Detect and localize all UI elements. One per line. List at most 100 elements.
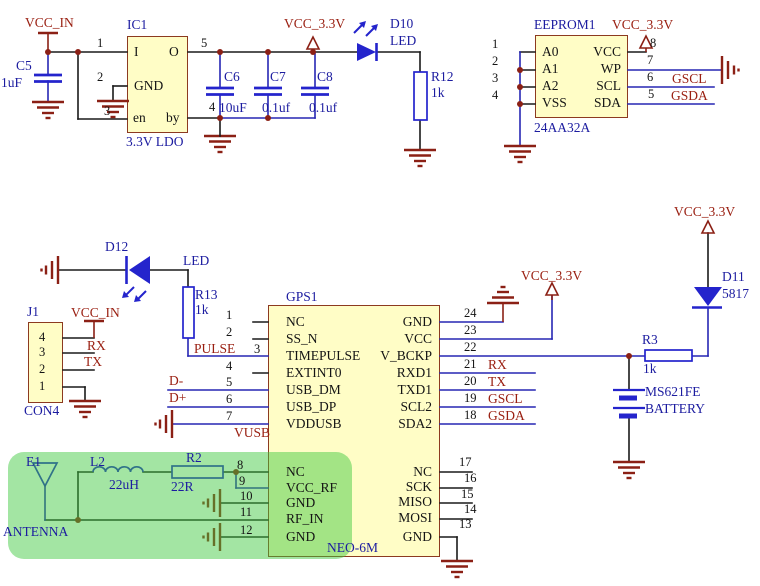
label-ic1-n3: 3 [104, 104, 111, 118]
label-d12-ref: D12 [105, 239, 129, 254]
label-gn-15: 15 [461, 487, 474, 501]
label-ic1-ref: IC1 [127, 17, 148, 32]
label-r13-val: 1k [195, 302, 209, 317]
label-vcc33-a: VCC_3.3V [284, 16, 346, 31]
label-gn-10: 10 [240, 489, 253, 503]
junction-dot [75, 517, 81, 523]
label-gn-5: 5 [226, 375, 233, 389]
label-rx2: RX [488, 357, 507, 372]
resistor-icon [171, 465, 224, 479]
label-c8-val: 0.1uf [309, 100, 338, 115]
label-c7-val: 0.1uf [262, 100, 291, 115]
label-ic1-n2: 2 [97, 70, 104, 84]
label-ee-n3: 3 [492, 71, 499, 85]
label-ee-gsda: GSDA [671, 88, 708, 103]
label-c7-ref: C7 [270, 69, 286, 84]
label-c5-val: 1uF [1, 75, 23, 90]
label-c8-ref: C8 [317, 69, 333, 84]
label-c6-n4: 4 [209, 100, 216, 114]
label-gn-19: 19 [464, 391, 477, 405]
junction-dot [45, 49, 51, 55]
label-pulse: PULSE [194, 341, 236, 356]
label-l2-val: 22uH [109, 477, 139, 492]
battery-icon [613, 388, 645, 419]
label-j1-val: CON4 [24, 403, 60, 418]
label-gn-9: 9 [239, 474, 246, 488]
resistor-icon [413, 71, 428, 121]
label-c6-val: 10uF [219, 100, 247, 115]
label-r2-ref: R2 [186, 450, 202, 465]
label-d10-val: LED [390, 33, 417, 48]
label-ee-n8: 8 [650, 36, 657, 50]
ic1-body [127, 36, 188, 133]
junction-dot [310, 49, 316, 55]
power-arrow-icon [544, 281, 560, 296]
junction-dot [217, 49, 223, 55]
label-r12-val: 1k [431, 85, 445, 100]
label-ee-n4: 4 [492, 88, 499, 102]
label-e1-ref: E1 [26, 454, 41, 469]
label-vusb: VUSB [234, 425, 271, 440]
label-gn-13: 13 [459, 517, 472, 531]
label-gsda2: GSDA [488, 408, 525, 423]
gps1-body [268, 305, 440, 557]
label-r2-val: 22R [171, 479, 194, 494]
label-gn-22: 22 [464, 340, 477, 354]
power-arrow-icon [638, 34, 654, 49]
junction-dot [517, 101, 523, 107]
label-gn-17: 17 [459, 455, 472, 469]
label-vcc33-c: VCC_3.3V [521, 268, 583, 283]
label-gn-18: 18 [464, 408, 477, 422]
label-d10-ref: D10 [390, 16, 414, 31]
junction-dot [517, 84, 523, 90]
label-d11-ref: D11 [722, 269, 745, 284]
label-vcc-in-top: VCC_IN [25, 15, 74, 30]
label-bat-l1: MS621FE [645, 384, 701, 399]
label-dm: D- [169, 373, 184, 388]
label-gn-24: 24 [464, 306, 477, 320]
label-c6-ref: C6 [224, 69, 240, 84]
junction-dot [626, 353, 632, 359]
inductor-icon [92, 465, 144, 473]
led-d12-icon [122, 256, 150, 302]
label-gn-2: 2 [226, 325, 233, 339]
junction-dot [233, 469, 239, 475]
label-ee-n5: 5 [648, 87, 655, 101]
junction-dot [75, 49, 81, 55]
power-arrow-icon [700, 219, 716, 234]
j1-body [28, 322, 63, 403]
label-j1-rx: RX [87, 338, 106, 353]
label-j1-tx: TX [84, 354, 102, 369]
label-dp: D+ [169, 390, 187, 405]
label-gps-ref: GPS1 [286, 289, 318, 304]
junction-dot [217, 115, 223, 121]
label-r12-ref: R12 [431, 69, 454, 84]
label-tx2: TX [488, 374, 506, 389]
label-gn-11: 11 [240, 505, 253, 519]
label-j1-ref: J1 [27, 304, 40, 319]
label-d11-val: 5817 [722, 286, 749, 301]
label-gn-12: 12 [240, 523, 253, 537]
label-r3-ref: R3 [642, 332, 658, 347]
label-ee-n7: 7 [647, 53, 654, 67]
resistor-icon [644, 349, 693, 362]
label-gn-1: 1 [226, 308, 233, 322]
label-gn-6: 6 [226, 392, 233, 406]
resistor-icon [182, 286, 195, 339]
led-d10-icon [353, 21, 378, 61]
label-gn-23: 23 [464, 323, 477, 337]
label-r13-ref: R13 [195, 287, 218, 302]
label-ee-gscl: GSCL [672, 71, 707, 86]
junction-dot [265, 49, 271, 55]
label-c5-ref: C5 [16, 58, 32, 73]
label-ee-val: 24AA32A [534, 120, 591, 135]
label-gn-8: 8 [237, 458, 244, 472]
label-ee-n2: 2 [492, 54, 499, 68]
label-ic1-n1: 1 [97, 36, 104, 50]
label-vcc33-d: VCC_3.3V [674, 204, 736, 219]
label-d12-val: LED [183, 253, 210, 268]
label-r3-val: 1k [643, 361, 657, 376]
label-gn-20: 20 [464, 374, 477, 388]
label-ee-ref: EEPROM1 [534, 17, 596, 32]
